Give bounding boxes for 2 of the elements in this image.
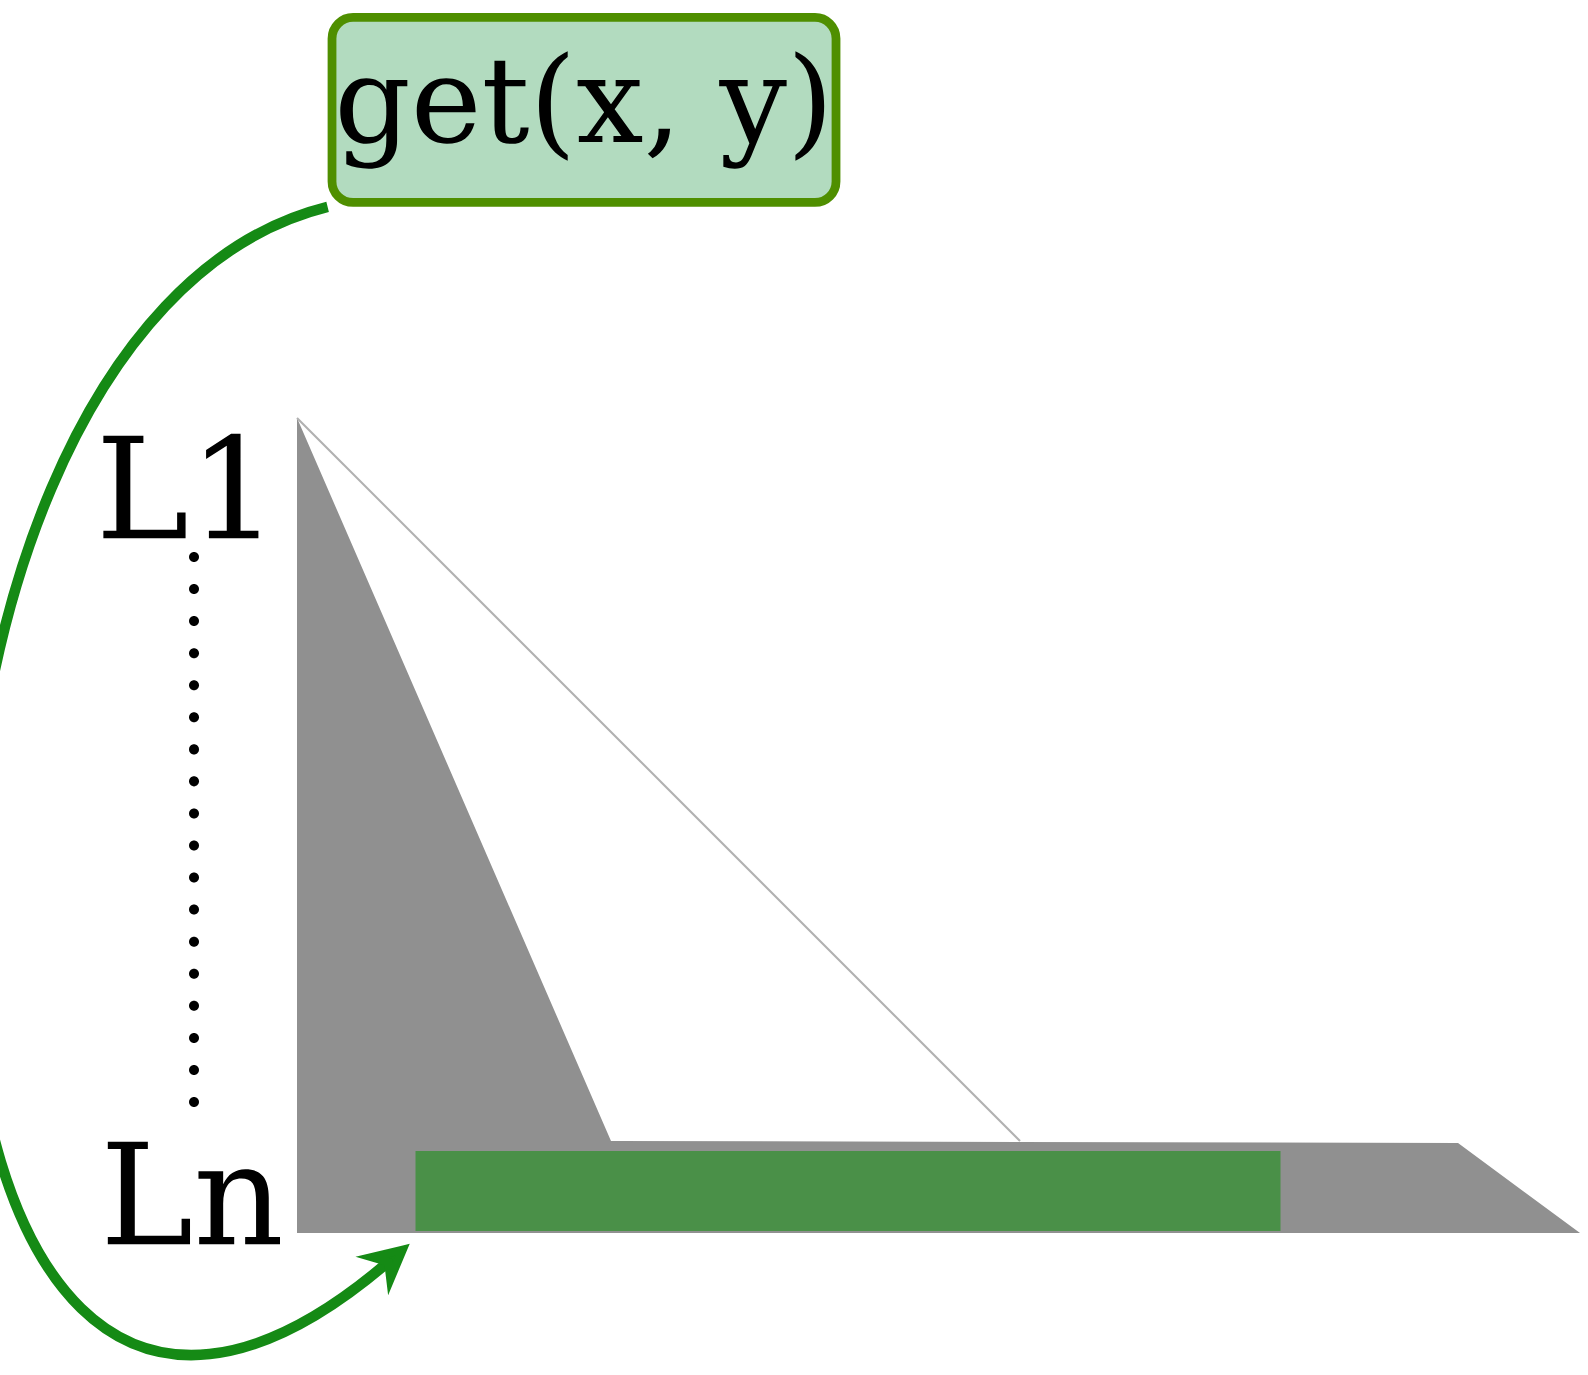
function-box: get(x, y) xyxy=(327,13,841,207)
highlight-bar xyxy=(415,1151,1281,1231)
